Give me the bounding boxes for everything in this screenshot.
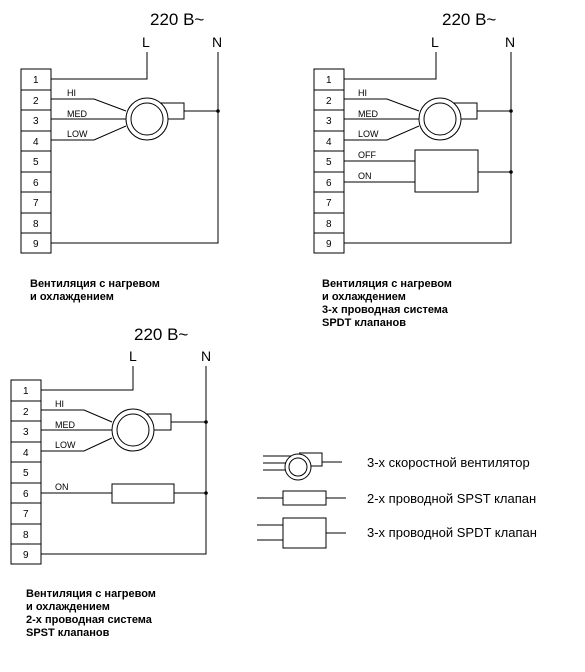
terminal-9: 9: [23, 550, 29, 561]
fan-icon: [418, 97, 462, 141]
diagram-heat-cool-3wire-spdt: 220 В~ L N 1 2 3 4 5 6 7 8 9: [313, 10, 515, 329]
terminal-7: 7: [33, 198, 39, 209]
terminal-8: 8: [326, 219, 332, 230]
voltage-label: 220 В~: [134, 325, 188, 344]
diagram-heat-cool: 220 В~ L N 1 2 3 4 5 6 7 8 9: [20, 10, 222, 303]
caption-line-3: 3-х проводная система: [322, 304, 449, 316]
speed-low-label: LOW: [55, 440, 76, 450]
spst-valve-icon: [111, 483, 175, 504]
terminal-5: 5: [23, 468, 29, 479]
wires: [344, 52, 512, 244]
terminal-1: 1: [23, 386, 29, 397]
neutral-label: N: [505, 34, 515, 50]
wires: [51, 52, 219, 244]
caption-line-2: и охлаждением: [26, 601, 110, 613]
caption-line-4: SPDT клапанов: [322, 317, 406, 329]
caption-line-2: и охлаждением: [30, 291, 114, 303]
terminal-5: 5: [326, 157, 332, 168]
terminal-block: 1 2 3 4 5 6 7 8 9: [313, 68, 345, 254]
terminal-8: 8: [33, 219, 39, 230]
caption-line-1: Вентиляция с нагревом: [30, 278, 160, 290]
line-label: L: [431, 34, 439, 50]
caption-line-1: Вентиляция с нагревом: [322, 278, 452, 290]
legend: 3-х скоростной вентилятор 2-х проводной …: [257, 452, 537, 549]
terminal-7: 7: [326, 198, 332, 209]
voltage-label: 220 В~: [442, 10, 496, 29]
speed-low-label: LOW: [67, 129, 88, 139]
terminal-5: 5: [33, 157, 39, 168]
speed-hi-label: HI: [67, 88, 76, 98]
valve-on-label: ON: [55, 482, 69, 492]
terminal-2: 2: [23, 407, 29, 418]
terminal-6: 6: [23, 489, 29, 500]
speed-hi-label: HI: [358, 88, 367, 98]
terminal-1: 1: [33, 75, 39, 86]
terminal-3: 3: [326, 116, 332, 127]
legend-fan-icon: [263, 452, 342, 481]
wires: [41, 366, 207, 555]
fan-icon: [111, 408, 155, 452]
terminal-1: 1: [326, 75, 332, 86]
terminal-8: 8: [23, 530, 29, 541]
diagram-heat-cool-2wire-spst: 220 В~ L N 1 2 3 4 5 6 7 8 9: [10, 325, 211, 639]
speed-low-label: LOW: [358, 129, 379, 139]
legend-spst-text: 2-х проводной SPST клапан: [367, 491, 536, 506]
neutral-label: N: [201, 348, 211, 364]
caption-line-2: и охлаждением: [322, 291, 406, 303]
legend-spdt-text: 3-х проводной SPDT клапан: [367, 525, 537, 540]
terminal-2: 2: [326, 96, 332, 107]
voltage-label: 220 В~: [150, 10, 204, 29]
neutral-label: N: [212, 34, 222, 50]
legend-fan-text: 3-х скоростной вентилятор: [367, 455, 530, 470]
speed-med-label: MED: [358, 109, 379, 119]
spdt-valve-icon: [414, 149, 479, 193]
valve-on-label: ON: [358, 171, 372, 181]
terminal-9: 9: [33, 239, 39, 250]
line-label: L: [129, 348, 137, 364]
terminal-7: 7: [23, 509, 29, 520]
terminal-2: 2: [33, 96, 39, 107]
terminal-6: 6: [326, 178, 332, 189]
valve-off-label: OFF: [358, 150, 376, 160]
fan-icon: [125, 97, 169, 141]
terminal-4: 4: [326, 137, 332, 148]
speed-med-label: MED: [55, 420, 76, 430]
speed-hi-label: HI: [55, 399, 64, 409]
legend-spdt-valve-icon: [257, 517, 346, 549]
terminal-block: 1 2 3 4 5 6 7 8 9: [10, 379, 42, 565]
legend-spst-valve-icon: [257, 490, 346, 506]
terminal-9: 9: [326, 239, 332, 250]
line-label: L: [142, 34, 150, 50]
caption-line-3: 2-х проводная система: [26, 614, 153, 626]
terminal-4: 4: [33, 137, 39, 148]
terminal-block: 1 2 3 4 5 6 7 8 9: [20, 68, 52, 254]
terminal-4: 4: [23, 448, 29, 459]
caption-line-1: Вентиляция с нагревом: [26, 588, 156, 600]
terminal-3: 3: [33, 116, 39, 127]
caption-line-4: SPST клапанов: [26, 627, 110, 639]
speed-med-label: MED: [67, 109, 88, 119]
terminal-6: 6: [33, 178, 39, 189]
terminal-3: 3: [23, 427, 29, 438]
